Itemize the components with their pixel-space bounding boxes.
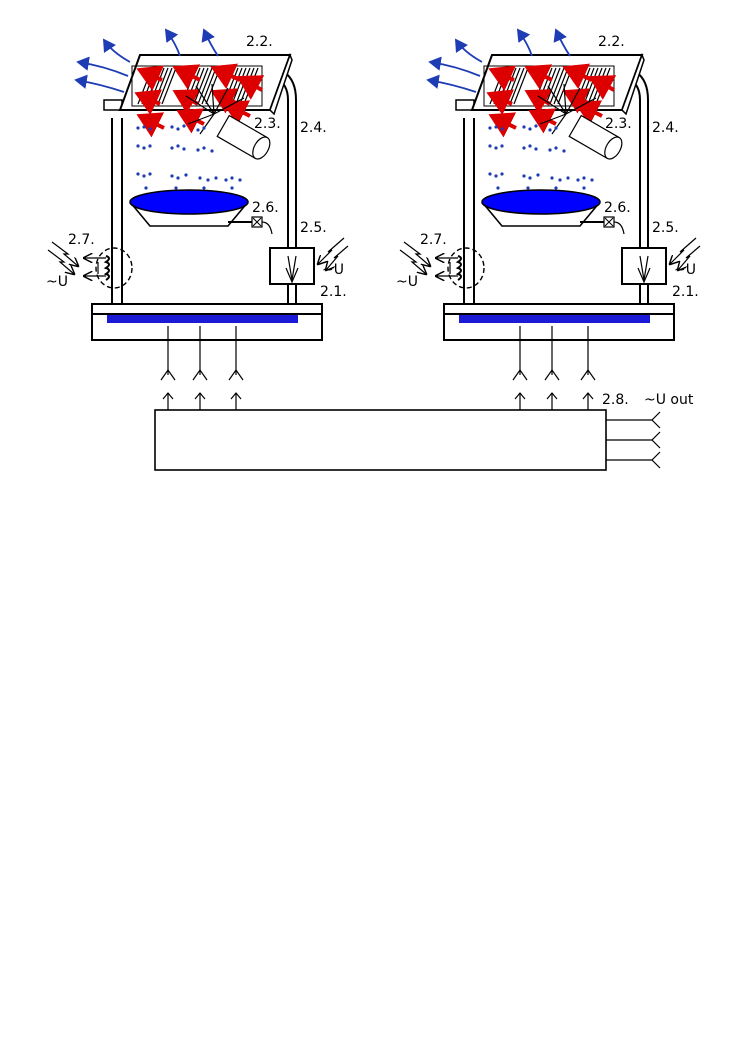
label-2-1-right: 2.1. — [672, 284, 699, 300]
label-2-2-right: 2.2. — [598, 34, 625, 50]
label-u-out: ~U out — [644, 392, 694, 408]
label-2-6-right: 2.6. — [604, 200, 631, 216]
label-2-4-right: 2.4. — [652, 120, 679, 136]
label-u-right-left: ~U — [322, 262, 344, 278]
label-2-7-right: 2.7. — [420, 232, 447, 248]
label-2-4-left: 2.4. — [300, 120, 327, 136]
label-u-left-left: ~U — [46, 274, 68, 290]
apparatus-left — [48, 30, 348, 410]
label-2-3-right: 2.3. — [605, 116, 632, 132]
label-2-8: 2.8. — [602, 392, 629, 408]
label-2-1-left: 2.1. — [320, 284, 347, 300]
label-2-6-left: 2.6. — [252, 200, 279, 216]
label-u-right-right: ~U — [674, 262, 696, 278]
label-2-5-left: 2.5. — [300, 220, 327, 236]
apparatus-right — [400, 30, 700, 410]
label-u-left-right: ~U — [396, 274, 418, 290]
control-box — [154, 409, 661, 471]
label-2-5-right: 2.5. — [652, 220, 679, 236]
label-2-3-left: 2.3. — [254, 116, 281, 132]
label-2-7-left: 2.7. — [68, 232, 95, 248]
label-2-2-left: 2.2. — [246, 34, 273, 50]
